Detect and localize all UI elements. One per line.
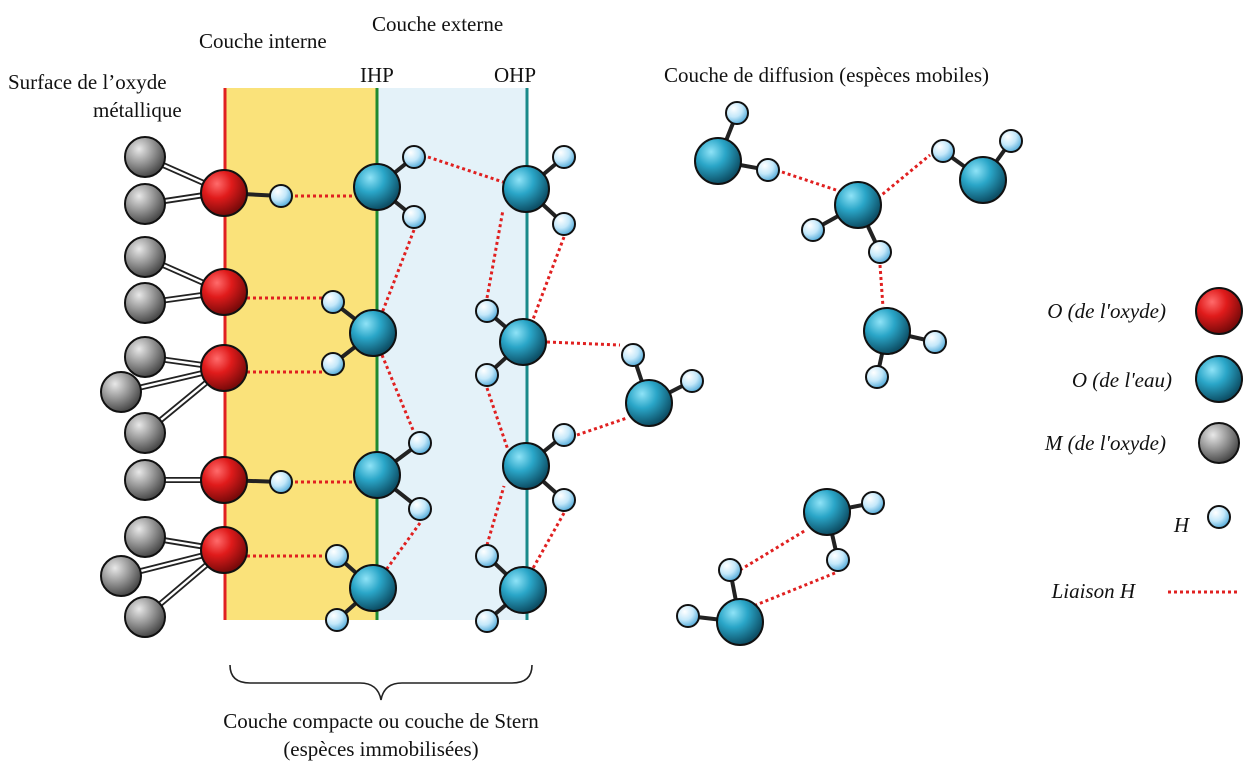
surface-label-line2: métallique [93, 98, 182, 122]
legend-label-water-oxygen: O (de l'eau) [1072, 368, 1172, 392]
hydrogen-bonds [247, 153, 931, 607]
metal-atoms [100, 136, 166, 638]
outer-layer-band [377, 88, 527, 620]
stern-label-line2: (espèces immobilisées) [283, 737, 478, 761]
surface-label-line1: Surface de l’oxyde [8, 70, 167, 94]
red-oxygen-atom-icon [1195, 287, 1243, 335]
hydrogen-atoms [269, 101, 1023, 633]
legend-label-hbond: Liaison H [1051, 579, 1137, 603]
water-oxygen-atoms [349, 137, 1007, 646]
inner-layer-band [225, 88, 377, 620]
ohp-label: OHP [494, 63, 536, 87]
inner-layer-label: Couche interne [199, 29, 327, 53]
legend-label-metal: M (de l'oxyde) [1044, 431, 1166, 455]
stern-brace [229, 664, 533, 701]
legend-label-oxide-oxygen: O (de l'oxyde) [1047, 299, 1166, 323]
ihp-label: IHP [360, 63, 394, 87]
stern-label-line1: Couche compacte ou couche de Stern [223, 709, 539, 733]
teal-oxygen-atom-icon [1195, 355, 1243, 403]
outer-layer-label: Couche externe [372, 12, 503, 36]
legend-label-hydrogen: H [1173, 513, 1191, 537]
hydrogen-atom-icon [1207, 505, 1231, 529]
oxide-oxygen-atoms [200, 169, 248, 574]
diffusion-layer-label: Couche de diffusion (espèces mobiles) [664, 63, 989, 87]
gray-metal-atom-icon [1198, 422, 1240, 464]
legend: O (de l'oxyde) O (de l'eau) M (de l'oxyd… [1044, 287, 1243, 603]
